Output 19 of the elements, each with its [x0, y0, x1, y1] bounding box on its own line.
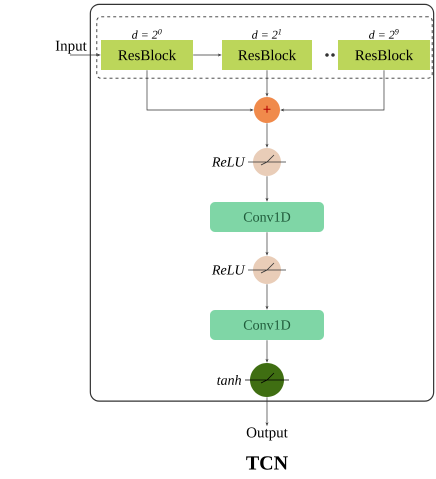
resblock-group [96, 16, 433, 79]
activation-label: ReLU [212, 265, 246, 275]
title: TCN [246, 456, 288, 470]
conv-box: Conv1D [210, 310, 324, 340]
activation-label: ReLU [212, 157, 246, 167]
conv-box: Conv1D [210, 202, 324, 232]
activation-label: tanh [217, 375, 241, 385]
resblock-box: ResBlock [222, 40, 312, 70]
model-frame [90, 4, 434, 402]
activation-circle [250, 363, 284, 397]
resblock-box: ResBlock [101, 40, 193, 70]
activation-circle [253, 148, 281, 176]
dilation-label: d = 2$^{1}$ [252, 29, 281, 39]
io-label: Output [246, 427, 288, 441]
activation-circle [253, 256, 281, 284]
resblock-box: ResBlock [338, 40, 430, 70]
dilation-label: d = 2$^{0}$ [132, 29, 162, 39]
dilation-label: d = 2$^{9}$ [369, 29, 399, 39]
io-label: Input [56, 40, 87, 54]
